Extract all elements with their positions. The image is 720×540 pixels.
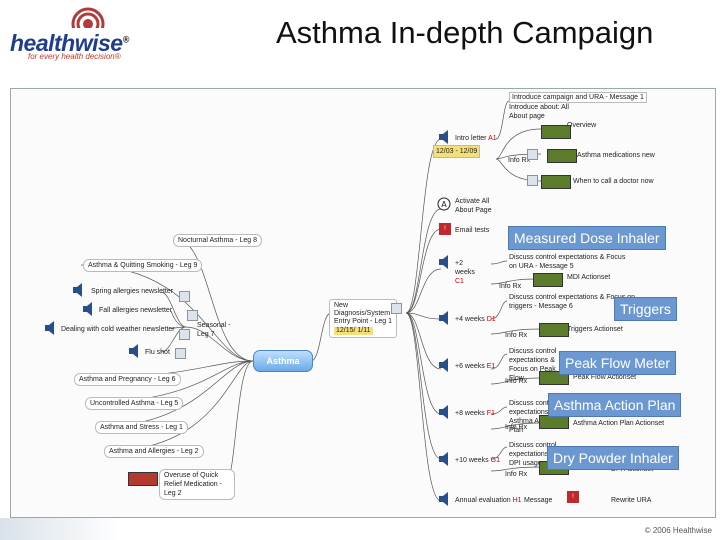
step-info-rx-6[interactable]: Info Rx xyxy=(505,471,528,478)
branch-asthma-pregnancy[interactable]: Asthma and Pregnancy - Leg 6 xyxy=(74,373,181,386)
slide-title: Asthma In-depth Campaign xyxy=(276,15,654,50)
speaker-icon xyxy=(439,492,448,506)
brand-tagline: for every health decision® xyxy=(28,52,121,61)
speaker-icon xyxy=(439,130,448,144)
step-info-rx-1[interactable]: Info Rx xyxy=(508,157,531,164)
speaker-icon xyxy=(439,452,448,466)
callout-asthma-action-plan: Asthma Action Plan xyxy=(548,393,682,417)
alert-thumbnail-icon xyxy=(128,472,158,486)
step-annual-evaluation[interactable]: Annual evaluation H1 xyxy=(455,497,522,504)
speaker-icon xyxy=(439,311,448,325)
msg-mdi-actionset: MDI Actionset xyxy=(567,274,611,281)
cold-weather-newsletter: Dealing with cold weather newsletter xyxy=(61,326,175,333)
step-activate-about[interactable]: Activate All About Page xyxy=(455,198,492,214)
speaker-icon xyxy=(45,321,54,335)
branch-quick-relief-overuse[interactable]: Overuse of Quick Relief Medication - Leg… xyxy=(159,469,235,500)
activate-icon: A xyxy=(437,197,451,211)
step-rewrite-ura[interactable]: Rewrite URA xyxy=(611,497,652,504)
branch-seasonal[interactable]: Seasonal - Leg 7 xyxy=(197,322,231,338)
healthwise-logo: healthwise® for every health decision® xyxy=(6,6,146,66)
mind-map-screenshot: Nocturnal Asthma - Leg 8 Asthma & Quitti… xyxy=(10,88,716,518)
msg-control-peak-flow: Discuss control expectations & Focus on … xyxy=(509,348,557,382)
alert-icon: ! xyxy=(567,491,579,503)
entry-point-node[interactable]: New Diagnosis/System Entry Point - Leg 1… xyxy=(329,299,397,338)
document-icon xyxy=(187,310,198,321)
msg-overview: Overview xyxy=(567,122,597,129)
content-thumbnail-icon xyxy=(539,415,569,429)
speaker-icon xyxy=(439,255,448,269)
msg-introduce-campaign: Introduce campaign and URA - Message 1 xyxy=(509,92,647,103)
msg-when-to-call: When to call a doctor now xyxy=(573,178,654,185)
fall-allergies-newsletter: Fall allergies newsletter xyxy=(99,307,173,314)
content-thumbnail-icon xyxy=(547,149,577,163)
speaker-icon xyxy=(83,302,92,316)
content-thumbnail-icon xyxy=(539,323,569,337)
msg-control-dpi: Discuss control expectations & DPI usage xyxy=(509,442,557,467)
speaker-icon xyxy=(439,405,448,419)
content-thumbnail-icon xyxy=(541,125,571,139)
step-plus-6-weeks[interactable]: +6 weeks E1 xyxy=(455,363,496,370)
spring-allergies-newsletter: Spring allergies newsletter xyxy=(91,288,174,295)
document-icon xyxy=(527,149,538,160)
step-plus-2-weeks[interactable]: +2 weeks C1 xyxy=(455,260,475,285)
content-thumbnail-icon xyxy=(541,175,571,189)
step-plus-8-weeks[interactable]: +8 weeks F1 xyxy=(455,410,495,417)
entry-line-2: Diagnosis/System xyxy=(334,310,391,317)
speaker-icon xyxy=(439,358,448,372)
msg-control-ura: Discuss control expectations & Focus on … xyxy=(509,254,626,270)
step-info-rx-5[interactable]: Info Rx xyxy=(505,424,528,431)
msg-control-triggers: Discuss control expectations & Focus on … xyxy=(509,294,636,310)
msg-control-action-plan: Discuss control expectations & Asthma Ac… xyxy=(509,400,557,434)
sticky-note: 12/03 - 12/09 xyxy=(433,145,481,158)
msg-peak-flow-actionset: Peak Flow Actionset xyxy=(573,374,637,381)
alert-icon: ! xyxy=(439,223,451,235)
msg-asthma-medications: Asthma medications new xyxy=(577,152,655,159)
step-plus-4-weeks[interactable]: +4 weeks D1 xyxy=(455,316,496,323)
branch-uncontrolled-asthma[interactable]: Uncontrolled Asthma - Leg 5 xyxy=(85,397,184,410)
step-plus-10-weeks[interactable]: +10 weeks G1 xyxy=(455,457,500,464)
callout-peak-flow-meter: Peak Flow Meter xyxy=(559,351,677,375)
branch-quitting-smoking[interactable]: Asthma & Quitting Smoking - Leg 9 xyxy=(83,259,203,272)
decorative-corner xyxy=(0,518,120,540)
step-info-rx-2[interactable]: Info Rx xyxy=(499,283,522,290)
msg-triggers-actionset: Triggers Actionset xyxy=(567,326,623,333)
step-message[interactable]: Message xyxy=(524,497,553,504)
entry-line-1: New xyxy=(334,302,349,309)
step-intro-letter[interactable]: Intro letter A1 xyxy=(455,135,497,142)
copyright-notice: © 2006 Healthwise xyxy=(644,526,712,535)
document-icon xyxy=(391,303,402,314)
callout-dry-powder-inhaler: Dry Powder Inhaler xyxy=(547,446,679,470)
document-icon xyxy=(175,348,186,359)
msg-action-plan-actionset: Asthma Action Plan Actionset xyxy=(573,420,665,427)
entry-line-3: Entry Point - Leg 1 xyxy=(334,318,392,325)
content-thumbnail-icon xyxy=(533,273,563,287)
callout-measured-dose-inhaler: Measured Dose Inhaler xyxy=(508,226,666,250)
document-icon xyxy=(527,175,538,186)
svg-text:A: A xyxy=(441,200,447,209)
step-info-rx-4[interactable]: Info Rx xyxy=(505,378,528,385)
flu-shot: Flu shot xyxy=(145,349,170,356)
step-info-rx-3[interactable]: Info Rx xyxy=(505,332,528,339)
brand-wordmark: healthwise® xyxy=(10,30,129,56)
document-icon xyxy=(179,291,190,302)
callout-triggers: Triggers xyxy=(614,297,677,321)
document-icon xyxy=(179,329,190,340)
speaker-icon xyxy=(129,344,138,358)
branch-asthma-stress[interactable]: Asthma and Stress - Leg 1 xyxy=(95,421,188,434)
msg-introduce-about: Introduce about: All About page xyxy=(509,104,569,120)
branch-nocturnal-asthma[interactable]: Nocturnal Asthma - Leg 8 xyxy=(173,234,262,247)
step-email-tests[interactable]: Email tests xyxy=(455,227,490,234)
logo-arcs-icon xyxy=(70,7,106,36)
entry-note: 12/15/ 1/11 xyxy=(334,327,373,335)
speaker-icon xyxy=(73,283,82,297)
branch-asthma-allergies[interactable]: Asthma and Allergies - Leg 2 xyxy=(104,445,204,458)
root-node-asthma[interactable]: Asthma xyxy=(253,350,313,372)
